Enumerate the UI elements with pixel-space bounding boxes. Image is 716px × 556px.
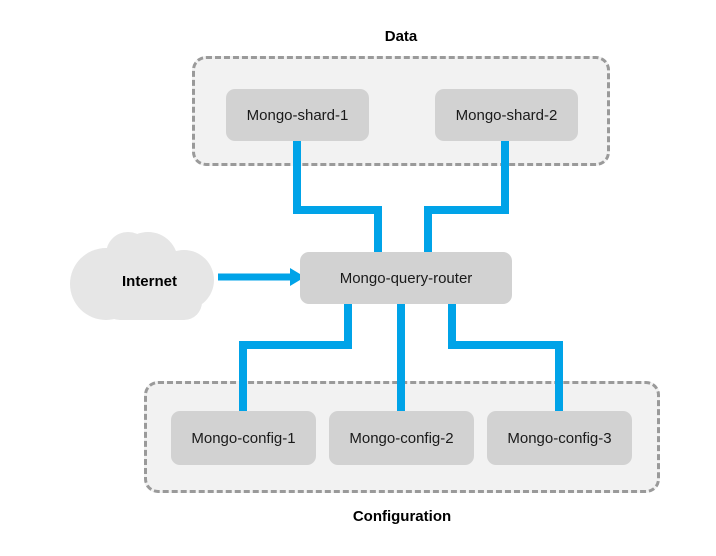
cloud-icon (70, 232, 214, 320)
node-mongo-query-router[interactable]: Mongo-query-router (300, 252, 512, 304)
node-label-mongo-shard-1: Mongo-shard-1 (246, 106, 349, 124)
node-mongo-shard-2[interactable]: Mongo-shard-2 (435, 89, 578, 141)
edge-shard2-to-router (424, 141, 509, 252)
node-mongo-config-1[interactable]: Mongo-config-1 (171, 411, 316, 465)
group-title-configuration: Configuration (352, 508, 452, 525)
node-mongo-config-3[interactable]: Mongo-config-3 (487, 411, 632, 465)
group-title-data: Data (384, 28, 418, 45)
node-label-mongo-config-3: Mongo-config-3 (507, 429, 612, 447)
edge-router-to-config3 (448, 304, 563, 411)
node-label-mongo-query-router: Mongo-query-router (339, 269, 473, 287)
node-label-mongo-config-2: Mongo-config-2 (349, 429, 454, 447)
node-mongo-config-2[interactable]: Mongo-config-2 (329, 411, 474, 465)
node-mongo-shard-1[interactable]: Mongo-shard-1 (226, 89, 369, 141)
node-label-mongo-config-1: Mongo-config-1 (191, 429, 296, 447)
node-label-mongo-shard-2: Mongo-shard-2 (455, 106, 558, 124)
edge-shard1-to-router (293, 141, 382, 252)
arrow-head-icon (290, 268, 305, 286)
node-label-internet: Internet (121, 273, 177, 290)
edge-router-to-config1 (239, 304, 352, 411)
